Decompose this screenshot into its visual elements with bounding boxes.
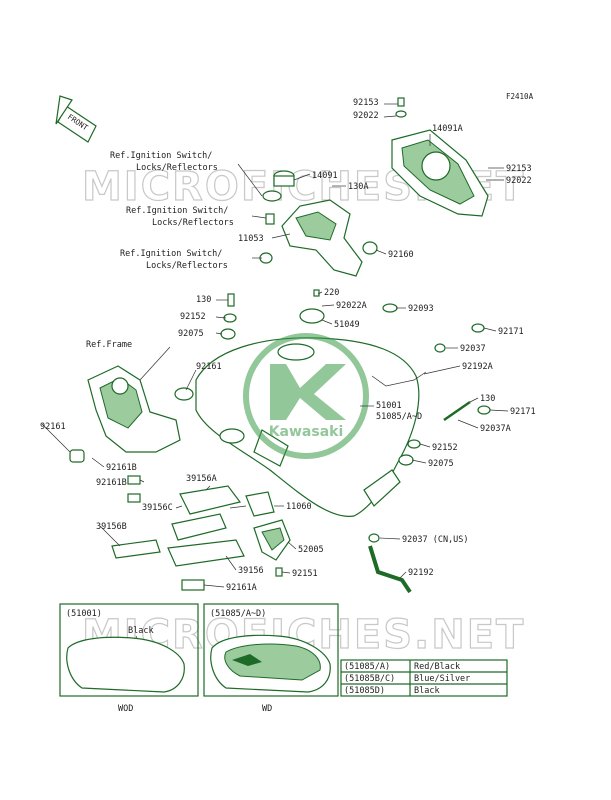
pads-39156-set <box>111 475 245 591</box>
label-92152-left: 92152 <box>180 312 206 322</box>
label-92093: 92093 <box>408 304 434 314</box>
leader-lines <box>41 103 509 588</box>
label-92171-right: 92171 <box>510 407 536 417</box>
frame-section <box>69 365 194 463</box>
inset-51001: (51001) Black WOD <box>59 603 199 714</box>
inset-51085-title: (51085/A~D) <box>210 609 266 619</box>
bolt-92151 <box>275 567 283 577</box>
inset-51001-title: (51001) <box>66 609 102 619</box>
color-row-3-code: (51085D) <box>344 686 385 696</box>
label-130-right: 130 <box>480 394 495 404</box>
tank-cap-cover <box>391 129 489 217</box>
label-220: 220 <box>324 288 339 298</box>
label-51085: 51085/A~D <box>376 412 422 422</box>
fuel-pump-52005 <box>253 519 291 561</box>
label-92192A: 92192A <box>462 362 493 372</box>
front-arrow-icon: FRONT <box>55 95 97 143</box>
label-130A: 130A <box>348 182 368 192</box>
inset-51085: (51085/A~D) WD <box>203 603 339 714</box>
damper-92075-right <box>398 454 414 466</box>
inset-51085-caption: WD <box>262 704 272 714</box>
color-row-1-code: (51085/A) <box>344 662 390 672</box>
kawasaki-logo: Kawasaki <box>243 333 369 459</box>
label-92075-left: 92075 <box>178 329 204 339</box>
inset-51001-color: Black <box>128 626 154 636</box>
fuel-hose-92192 <box>368 545 412 594</box>
color-row-2-color: Blue/Silver <box>414 674 470 684</box>
label-92037-cn: 92037 (CN,US) <box>402 535 469 545</box>
damper-92093 <box>382 303 398 313</box>
collar-92152-right <box>407 439 421 449</box>
diagram-code: F2410A <box>506 92 534 101</box>
color-row-1-color: Red/Black <box>414 662 460 672</box>
label-92192: 92192 <box>408 568 434 578</box>
label-92161B-2: 92161B <box>96 478 127 488</box>
bolt-220 <box>313 289 320 297</box>
label-14091: 14091 <box>312 171 338 181</box>
label-92161B-1: 92161B <box>106 463 137 473</box>
logo-text: Kawasaki <box>269 424 344 440</box>
label-92022-top: 92022 <box>353 111 379 121</box>
label-11060: 11060 <box>286 502 312 512</box>
ref-ignition-2-line2: Locks/Reflectors <box>152 218 234 228</box>
clamp-92171-a <box>471 323 485 333</box>
fuel-hose-92192A <box>371 371 427 387</box>
clamp-92171-b <box>477 405 491 415</box>
clamp-92037-cn <box>368 533 380 543</box>
gasket-11060 <box>245 491 275 517</box>
label-14091A: 14091A <box>432 124 463 134</box>
label-92152-right: 92152 <box>432 443 458 453</box>
bolt-130 <box>227 293 235 307</box>
fuel-cap <box>262 170 295 202</box>
inset-51001-caption: WOD <box>118 704 133 714</box>
label-51049: 51049 <box>334 320 360 330</box>
ref-ignition-1-line2: Locks/Reflectors <box>136 163 218 173</box>
label-52005: 52005 <box>298 545 324 555</box>
label-92075-right: 92075 <box>428 459 454 469</box>
color-table: (51085/A) Red/Black (51085B/C) Blue/Silv… <box>340 659 508 697</box>
label-92153-top: 92153 <box>353 98 379 108</box>
label-92022A: 92022A <box>336 301 367 311</box>
label-11053: 11053 <box>238 234 264 244</box>
label-92161A: 92161A <box>226 583 257 593</box>
ref-ignition-3-line1: Ref.Ignition Switch/ <box>120 249 222 259</box>
label-130-left: 130 <box>196 295 211 305</box>
bracket-11053 <box>281 199 363 277</box>
label-92153-right: 92153 <box>506 164 532 174</box>
ref-ignition-2-line1: Ref.Ignition Switch/ <box>126 206 228 216</box>
label-92151: 92151 <box>292 569 318 579</box>
bolt-ignition <box>265 213 275 225</box>
label-92022-right: 92022 <box>506 176 532 186</box>
label-51001: 51001 <box>376 401 402 411</box>
color-row-3-color: Black <box>414 686 440 696</box>
label-92171-top: 92171 <box>498 327 524 337</box>
ref-ignition-3-line2: Locks/Reflectors <box>146 261 228 271</box>
bolt-92153-top <box>395 97 407 118</box>
clamp-92037 <box>434 343 446 353</box>
damper-92075 <box>220 328 236 340</box>
color-row-2-code: (51085B/C) <box>344 674 395 684</box>
pad-51049 <box>299 308 325 324</box>
bolt-130-right <box>443 400 471 422</box>
label-92037A: 92037A <box>480 424 511 434</box>
label-92160: 92160 <box>388 250 414 260</box>
ref-ignition-1-line1: Ref.Ignition Switch/ <box>110 151 212 161</box>
label-92161-center: 92161 <box>196 362 222 372</box>
label-39156A: 39156A <box>186 474 217 484</box>
label-39156C: 39156C <box>142 503 173 513</box>
label-39156: 39156 <box>238 566 264 576</box>
label-92161-left: 92161 <box>40 422 66 432</box>
ref-frame: Ref.Frame <box>86 340 132 350</box>
damper-92160 <box>362 241 378 255</box>
label-92037-top: 92037 <box>460 344 486 354</box>
label-39156B: 39156B <box>96 522 127 532</box>
